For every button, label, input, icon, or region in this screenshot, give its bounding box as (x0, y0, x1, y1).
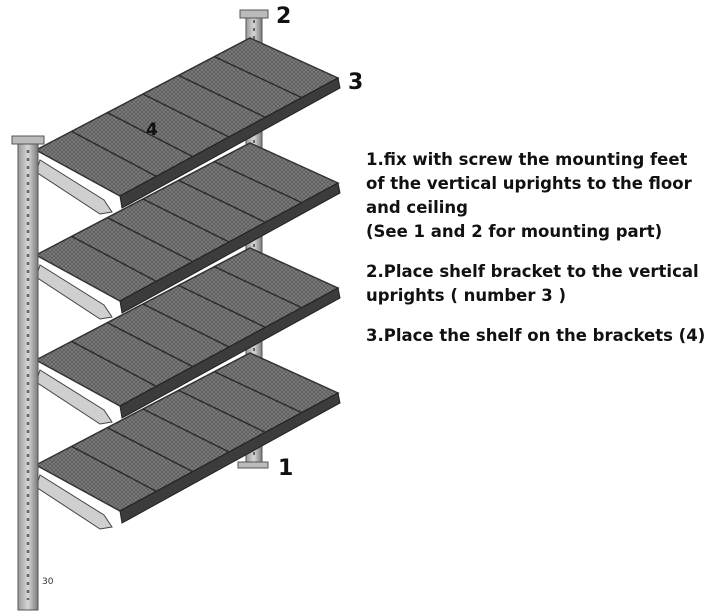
instruction-step-1: 1.fix with screw the mounting feet of th… (366, 150, 692, 241)
label-part-4: 4 (146, 120, 158, 140)
instruction-step-3: 3.Place the shelf on the brackets (4) (366, 326, 706, 345)
shelf-1 (34, 37, 341, 215)
shelf-bracket (35, 159, 113, 215)
instruction-step-2: 2.Place shelf bracket to the vertical up… (366, 262, 699, 305)
label-part-2: 2 (276, 4, 292, 29)
shelf-bracket (35, 474, 113, 530)
shelf-4 (34, 352, 341, 530)
shelf-bracket (35, 264, 113, 320)
shelf-2 (34, 142, 341, 320)
shelf-3 (34, 247, 341, 425)
label-part-1: 1 (278, 456, 294, 481)
shelf-bracket (35, 369, 113, 425)
label-part-3: 3 (348, 70, 364, 95)
upright-mark: 30 (42, 577, 54, 587)
front-vertical-upright: 30 (11, 135, 54, 611)
shelves (34, 37, 341, 530)
assembly-instructions: 1.fix with screw the mounting feet of th… (366, 148, 706, 364)
